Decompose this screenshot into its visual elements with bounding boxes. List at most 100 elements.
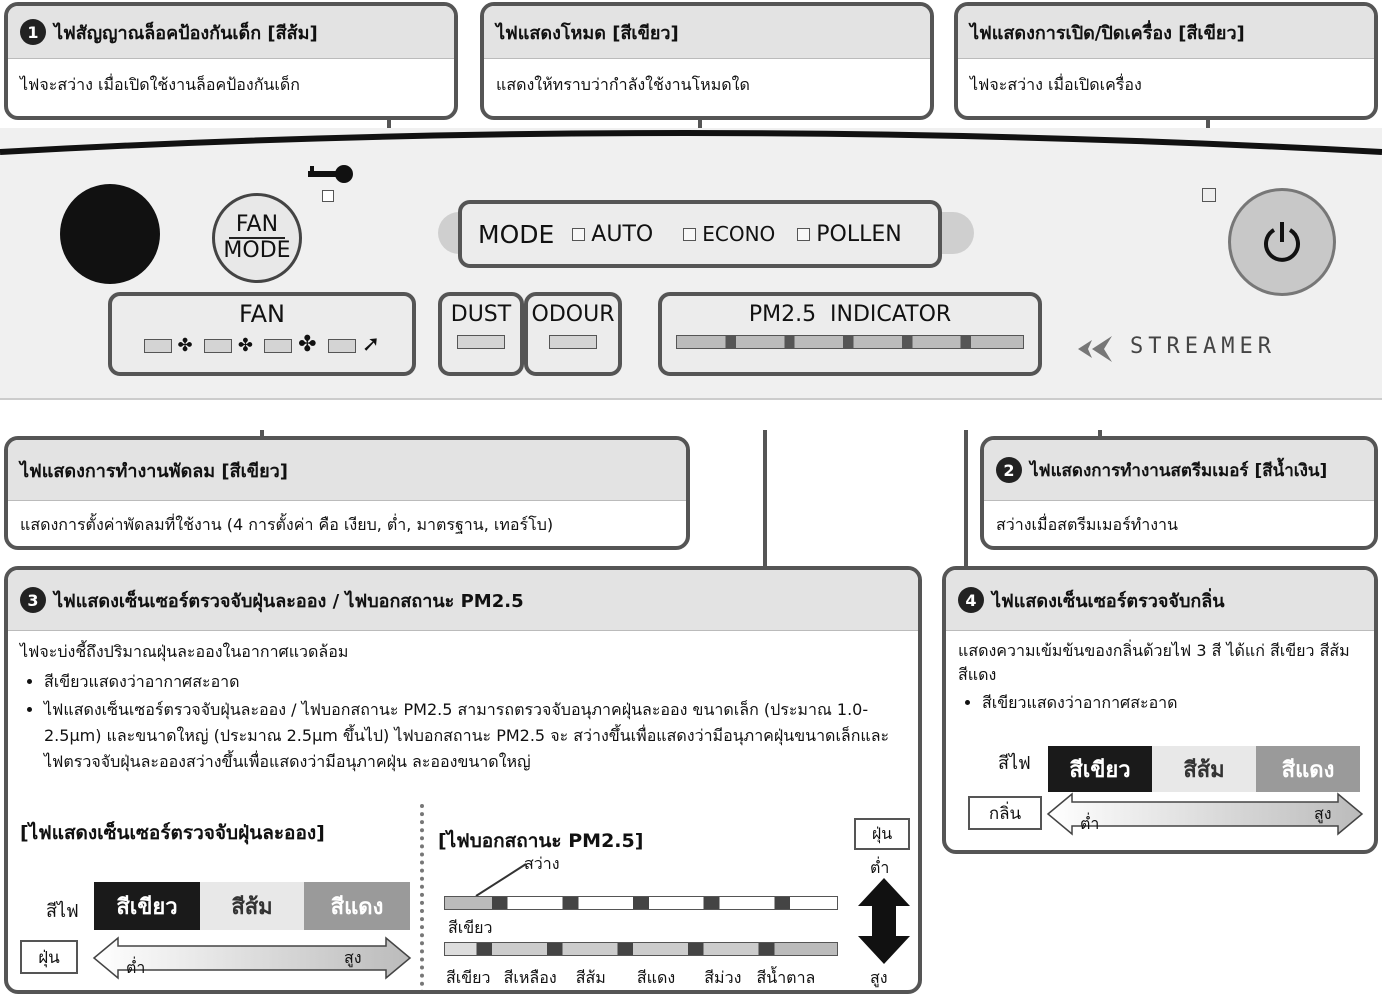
- pm-green-label: สีเขียว: [448, 918, 493, 937]
- callout-title: ไฟแสดงการเปิด/ปิดเครื่อง [สีเขียว]: [970, 22, 1245, 44]
- pm-bright-pointer: [475, 863, 527, 897]
- odour-indicator-box: ODOUR: [524, 292, 622, 376]
- dust-scale-low: ต่ำ: [126, 958, 146, 977]
- dust-bullet-1: สีเขียวแสดงว่าอากาศสะอาด: [44, 669, 906, 695]
- fan-mode-button[interactable]: FAN MODE: [212, 193, 302, 283]
- fan-led-3: [264, 339, 293, 353]
- callout-title: ไฟแสดงเซ็นเซอร์ตรวจจับฝุ่นละออง / ไฟบอกส…: [54, 590, 524, 612]
- odour-led: [549, 335, 597, 349]
- pm-color-6: สีน้ำตาล: [756, 968, 816, 987]
- fan-quiet-icon: ✤: [177, 335, 193, 356]
- key-icon: [308, 165, 353, 183]
- pm-color-5: สีม่วง: [704, 968, 742, 987]
- dust-color-red: สีแดง: [304, 882, 410, 930]
- pm-color-1: สีเขียว: [446, 968, 491, 987]
- power-button[interactable]: [1228, 188, 1336, 296]
- pm-side-double-arrow-icon: [858, 878, 910, 964]
- callout-odour: 4 ไฟแสดงเซ็นเซอร์ตรวจจับกลิ่น แสดงความเข้…: [942, 566, 1378, 854]
- callout-title: ไฟแสดงการทำงานสตรีมเมอร์ [สีน้ำเงิน]: [1030, 460, 1328, 481]
- pm-side-low: ต่ำ: [870, 858, 890, 877]
- mode-econo: ECONO: [702, 222, 776, 246]
- odour-scale-arrow-icon: [1046, 792, 1364, 836]
- odour-body: แสดงความเข้มข้นของกลิ่นด้วยไฟ 3 สี ได้แก…: [958, 641, 1350, 684]
- callout-power: ไฟแสดงการเปิด/ปิดเครื่อง [สีเขียว] ไฟจะส…: [954, 2, 1378, 120]
- pm-color-2: สีเหลือง: [503, 968, 557, 987]
- callout-mode: ไฟแสดงโหมด [สีเขียว] แสดงให้ทราบว่ากำลัง…: [480, 2, 934, 120]
- pollen-led: [797, 227, 811, 241]
- odour-scale-low: ต่ำ: [1080, 814, 1100, 833]
- dust-light-label: สีไฟ: [46, 901, 79, 922]
- child-lock-led: [322, 190, 334, 202]
- sensor-circle: [60, 184, 160, 284]
- dust-color-green: สีเขียว: [94, 882, 200, 930]
- odour-color-green: สีเขียว: [1048, 746, 1152, 792]
- mode-auto: AUTO: [591, 221, 654, 247]
- pm-sub-title: [ไฟบอกสถานะ PM2.5]: [438, 830, 644, 852]
- callout-dust-pm25: 3 ไฟแสดงเซ็นเซอร์ตรวจจับฝุ่นละออง / ไฟบอก…: [4, 566, 922, 994]
- callout-number: 4: [958, 587, 984, 613]
- dust-led: [457, 335, 505, 349]
- callout-title: ไฟแสดงโหมด [สีเขียว]: [496, 22, 679, 44]
- pm-color-3: สีส้ม: [575, 968, 606, 987]
- callout-fan: ไฟแสดงการทำงานพัดลม [สีเขียว] แสดงการตั้…: [4, 436, 690, 550]
- dust-indicator-box: DUST: [438, 292, 524, 376]
- callout-number: 1: [20, 19, 46, 45]
- pm-bright-label: สว่าง: [524, 854, 560, 873]
- pm-side-dust-label: ฝุ่น: [854, 818, 910, 850]
- odour-color-orange: สีส้ม: [1152, 746, 1256, 792]
- odour-scale-label: กลิ่น: [968, 796, 1042, 830]
- fan-standard-icon: ✤: [298, 332, 317, 357]
- pm-strip-top: [444, 896, 838, 910]
- mode-label: MODE: [478, 219, 555, 249]
- pm-side-high: สูง: [870, 968, 888, 987]
- dust-scale-arrow-icon: [92, 936, 412, 980]
- callout-body: ไฟจะสว่าง เมื่อเปิดเครื่อง: [970, 75, 1142, 94]
- callout-body: แสดงการตั้งค่าพัดลมที่ใช้งาน (4 การตั้งค…: [20, 515, 554, 534]
- auto-led: [572, 227, 586, 241]
- pm-color-4: สีแดง: [636, 968, 676, 987]
- fan-label: FAN: [239, 300, 285, 328]
- fan-led-2: [204, 339, 233, 353]
- callout-title: ไฟแสดงเซ็นเซอร์ตรวจจับกลิ่น: [992, 590, 1225, 612]
- fan-mode-top-label: FAN: [235, 212, 279, 237]
- callout-number: 3: [20, 587, 46, 613]
- pm-strip-bottom: [444, 942, 838, 956]
- mode-box: MODE AUTO ECONO POLLEN: [458, 200, 942, 268]
- fan-turbo-icon: ➚: [361, 332, 381, 357]
- pm25-indicator-box: PM2.5 INDICATOR: [658, 292, 1042, 376]
- fan-mode-bottom-label: MODE: [223, 238, 291, 263]
- callout-body: สว่างเมื่อสตรีมเมอร์ทำงาน: [996, 515, 1178, 534]
- dust-scale-label: ฝุ่น: [20, 940, 78, 974]
- fan-indicator-box: FAN ✤ ✤ ✤ ➚: [108, 292, 416, 376]
- callout-child-lock: 1 ไฟสัญญาณล็อคป้องกันเด็ก [สีส้ม] ไฟจะสว่…: [4, 2, 458, 120]
- dust-color-orange: สีส้ม: [200, 882, 304, 930]
- fan-led-1: [143, 339, 172, 353]
- divider: [420, 804, 424, 990]
- callout-title: ไฟสัญญาณล็อคป้องกันเด็ก [สีส้ม]: [54, 22, 318, 44]
- dust-sub-title: [ไฟแสดงเซ็นเซอร์ตรวจจับฝุ่นละออง]: [20, 822, 325, 844]
- panel-bottom-edge: [0, 398, 1382, 430]
- callout-body: แสดงให้ทราบว่ากำลังใช้งานโหมดใด: [496, 75, 750, 94]
- econo-led: [683, 227, 697, 241]
- dust-bullet-2: ไฟแสดงเซ็นเซอร์ตรวจจับฝุ่นละออง / ไฟบอกส…: [44, 697, 906, 775]
- callout-title: ไฟแสดงการทำงานพัดลม [สีเขียว]: [20, 460, 288, 482]
- fan-low-icon: ✤: [237, 335, 253, 356]
- power-icon: [1264, 222, 1300, 262]
- fan-led-4: [328, 339, 356, 353]
- callout-body: ไฟจะสว่าง เมื่อเปิดใช้งานล็อคป้องกันเด็ก: [20, 75, 300, 94]
- power-led: [1202, 188, 1216, 202]
- odour-color-red: สีแดง: [1256, 746, 1360, 792]
- dust-intro: ไฟจะบ่งชี้ถึงปริมาณฝุ่นละอองในอากาศแวดล้…: [20, 642, 349, 661]
- pm25-led-strip: [676, 335, 1024, 349]
- streamer-logo-icon: [1078, 336, 1112, 362]
- panel-top-edge: [0, 130, 1382, 155]
- odour-label: ODOUR: [531, 302, 615, 327]
- control-panel: FAN MODE MODE AUTO ECONO POLLEN FAN ✤ ✤ …: [0, 128, 1382, 430]
- pm25-label: PM2.5 INDICATOR: [748, 302, 952, 327]
- odour-light-label: สีไฟ: [998, 753, 1031, 774]
- streamer-label: STREAMER: [1130, 334, 1276, 359]
- odour-scale-high: สูง: [1314, 804, 1332, 823]
- mode-pollen: POLLEN: [816, 221, 902, 247]
- dust-label: DUST: [450, 302, 512, 327]
